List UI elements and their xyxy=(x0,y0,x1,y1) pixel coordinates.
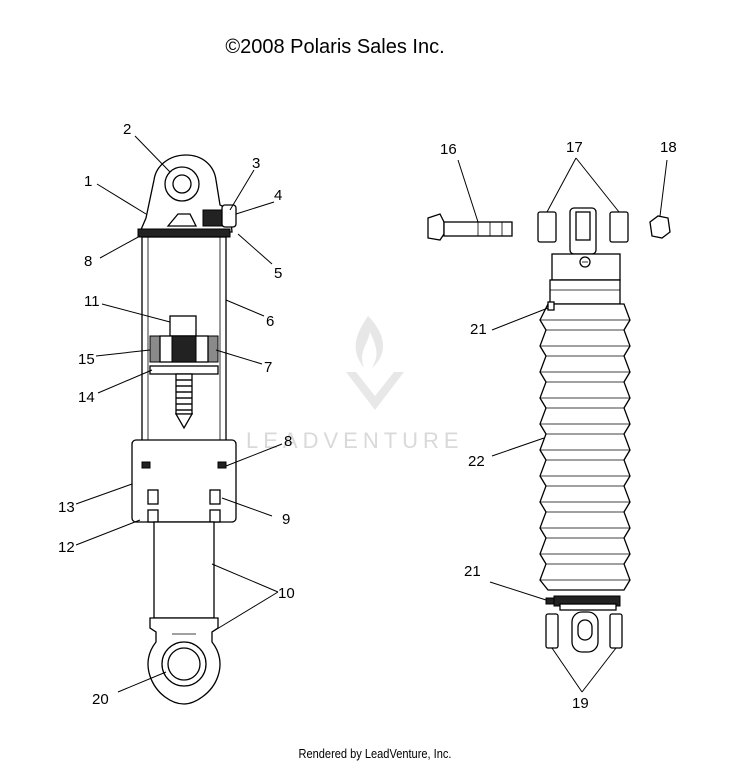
footer-rendered-by: Rendered by LeadVenture, Inc. xyxy=(298,746,452,761)
shock-assembly-left xyxy=(131,154,237,705)
copyright-text: ©2008 Polaris Sales Inc. xyxy=(225,36,445,58)
callout-21-lower: 21 xyxy=(464,563,481,580)
callout-8-upper: 8 xyxy=(84,253,92,270)
callout-17: 17 xyxy=(566,139,583,156)
callout-15: 15 xyxy=(78,351,95,368)
callout-1: 1 xyxy=(84,173,92,190)
callout-21-upper: 21 xyxy=(470,321,487,338)
callout-18: 18 xyxy=(660,139,677,156)
callout-20: 20 xyxy=(92,691,109,708)
callout-6: 6 xyxy=(266,313,274,330)
callout-13: 13 xyxy=(58,499,75,516)
leadventure-watermark-logo xyxy=(346,316,404,410)
callout-7: 7 xyxy=(264,359,272,376)
callout-16: 16 xyxy=(440,141,457,158)
callout-12: 12 xyxy=(58,539,75,556)
callout-19: 19 xyxy=(572,695,589,712)
callout-14: 14 xyxy=(78,389,95,406)
callout-11: 11 xyxy=(84,293,100,310)
leader-lines xyxy=(75,135,668,693)
callout-5: 5 xyxy=(274,265,282,282)
callout-10: 10 xyxy=(278,585,295,602)
spring-boot-assembly-right xyxy=(427,207,671,653)
callout-numbers: 1 2 3 4 5 6 7 8 8 9 10 11 12 13 14 15 16… xyxy=(58,121,677,712)
callout-9: 9 xyxy=(282,511,290,528)
callout-22: 22 xyxy=(468,453,485,470)
callout-8-lower: 8 xyxy=(284,433,292,450)
callout-3: 3 xyxy=(252,155,260,172)
callout-4: 4 xyxy=(274,187,282,204)
watermark-text: LEADVENTURE xyxy=(246,428,464,453)
callout-2: 2 xyxy=(123,121,131,138)
